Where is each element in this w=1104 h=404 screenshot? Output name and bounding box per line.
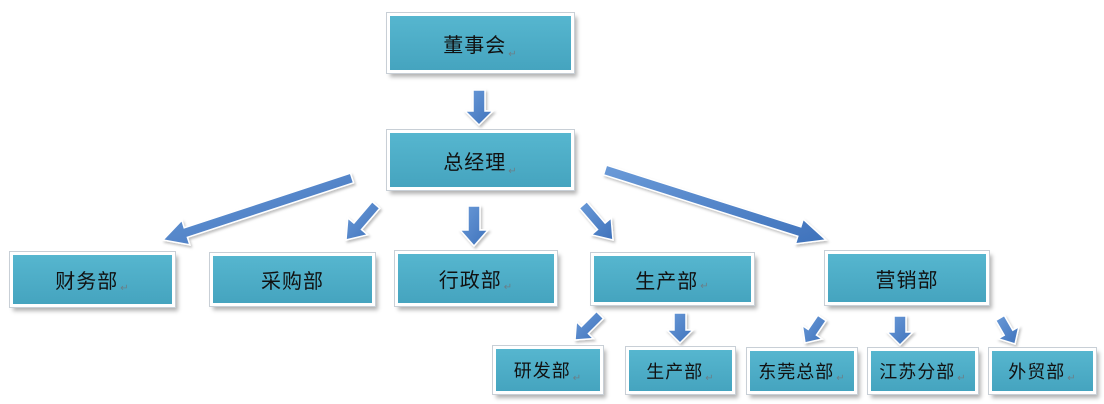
arrow-board-to-gm xyxy=(463,89,495,127)
node-foreign-trade-dept-label: 外贸部 xyxy=(1008,362,1066,383)
arrow-marketing-to-jiangsu xyxy=(885,315,915,347)
node-dongguan-hq-label: 东莞总部 xyxy=(758,362,835,383)
node-purchasing-dept-label: 采购部 xyxy=(261,269,324,293)
node-board: 董事会↵ xyxy=(386,12,575,74)
arrow-marketing-to-dongguan xyxy=(801,314,828,344)
arrow-gm-to-marketing xyxy=(602,164,828,245)
node-finance-dept-label: 财务部 xyxy=(55,269,119,293)
node-production-dept-label: 生产部 xyxy=(635,268,699,293)
arrow-production-to-sub xyxy=(665,312,695,345)
arrow-gm-to-production xyxy=(578,200,614,241)
node-production-dept: 生产部↵ xyxy=(590,252,755,306)
node-foreign-trade-dept: 外贸部↵ xyxy=(988,347,1097,395)
node-general-manager: 总经理↵ xyxy=(386,129,575,191)
arrow-marketing-to-trade xyxy=(994,314,1021,345)
node-rnd-dept-label: 研发部 xyxy=(513,361,571,382)
node-production-sub-dept: 生产部↵ xyxy=(625,346,736,395)
arrow-gm-to-finance xyxy=(161,172,355,246)
node-purchasing-dept: 采购部 xyxy=(209,252,376,307)
arrow-gm-to-admin xyxy=(458,205,490,248)
node-finance-dept: 财务部↵ xyxy=(9,251,176,308)
node-jiangsu-branch-label: 江苏分部 xyxy=(879,362,956,383)
node-marketing-dept-label: 营销部 xyxy=(875,267,939,292)
arrow-gm-to-purchasing xyxy=(345,200,381,241)
node-board-label: 董事会 xyxy=(443,32,507,57)
node-admin-dept: 行政部↵ xyxy=(394,250,558,307)
node-marketing-dept: 营销部 xyxy=(824,250,990,306)
node-rnd-dept: 研发部↵ xyxy=(492,345,604,395)
node-general-manager-label: 总经理 xyxy=(443,149,507,174)
node-admin-dept-label: 行政部 xyxy=(438,268,502,292)
node-jiangsu-branch: 江苏分部↵ xyxy=(867,347,979,395)
arrow-production-to-rnd xyxy=(574,310,605,341)
node-dongguan-hq: 东莞总部↵ xyxy=(746,347,858,395)
node-production-sub-dept-label: 生产部 xyxy=(646,361,704,383)
